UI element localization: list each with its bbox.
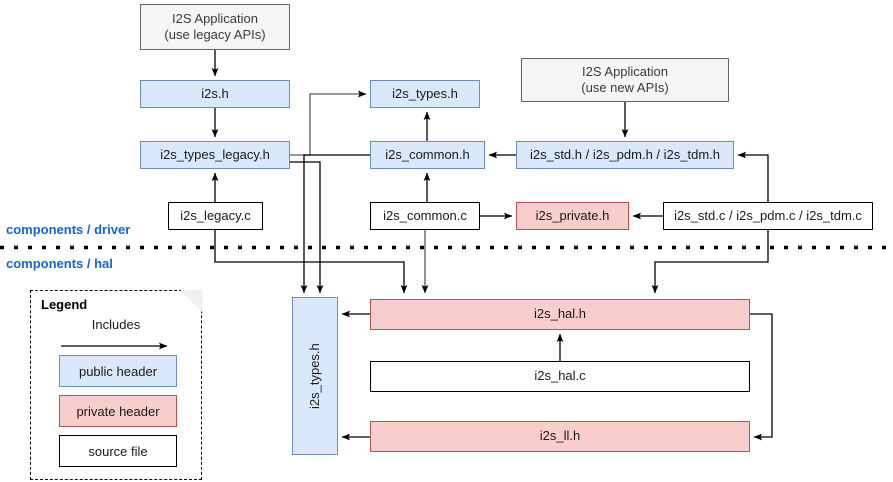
- legend-title: Legend: [41, 297, 88, 312]
- edge-common-h-to-types-hal: [300, 154, 370, 294]
- node-i2s-private-h[interactable]: i2s_private.h: [516, 202, 629, 230]
- node-label: i2s_ll.h: [539, 428, 581, 444]
- node-i2s-common-c[interactable]: i2s_common.c: [370, 202, 480, 230]
- legend-item-label: source file: [88, 443, 148, 459]
- node-i2s-types-h-hal[interactable]: i2s_types.h: [292, 297, 338, 455]
- edge-std-c-to-std-h: [737, 151, 769, 202]
- edge-legacy-c-to-hal: [214, 230, 408, 294]
- legend-item-label: public header: [78, 363, 158, 379]
- node-label: i2s_types.h: [306, 343, 322, 409]
- node-label: i2s_types.h: [392, 85, 458, 101]
- node-label: i2s_hal.c: [534, 368, 586, 384]
- node-label: i2s_std.c / i2s_pdm.c / i2s_tdm.c: [674, 207, 862, 223]
- edge-types-legacy-to-types-hal: [290, 161, 324, 294]
- node-label: i2s_std.h / i2s_pdm.h / i2s_tdm.h: [529, 146, 721, 162]
- node-label: i2s_common.h: [385, 146, 470, 162]
- node-i2s-hal-c[interactable]: i2s_hal.c: [370, 361, 750, 392]
- node-label: i2s_hal.h: [533, 306, 587, 322]
- node-i2s-std-pdm-tdm-c[interactable]: i2s_std.c / i2s_pdm.c / i2s_tdm.c: [663, 202, 873, 230]
- edge-hal-h-to-ll-h: [750, 313, 773, 441]
- legend-panel: Legend Includes public header private he…: [30, 289, 203, 480]
- legend-includes-label: Includes: [91, 317, 141, 332]
- node-i2s-types-legacy-h[interactable]: i2s_types_legacy.h: [140, 141, 290, 169]
- node-label: I2S Application (use new APIs): [581, 63, 669, 95]
- node-label: i2s.h: [201, 85, 229, 101]
- edge-i2s-to-types: [290, 90, 367, 156]
- node-i2s-h[interactable]: i2s.h: [140, 80, 290, 108]
- node-i2s-hal-h[interactable]: i2s_hal.h: [370, 299, 750, 330]
- legend-fold-corner: [179, 289, 203, 313]
- node-i2s-std-pdm-tdm-h[interactable]: i2s_std.h / i2s_pdm.h / i2s_tdm.h: [516, 141, 734, 169]
- node-i2s-application-legacy[interactable]: I2S Application (use legacy APIs): [140, 4, 290, 50]
- node-label: i2s_private.h: [535, 207, 610, 223]
- legend-item-public-header: public header: [59, 355, 177, 387]
- node-label: i2s_common.c: [383, 207, 467, 223]
- node-label: I2S Application (use legacy APIs): [164, 10, 266, 42]
- node-i2s-types-h-top[interactable]: i2s_types.h: [370, 80, 480, 108]
- legend-includes-arrow: [61, 342, 168, 350]
- node-label: i2s_types_legacy.h: [160, 146, 270, 162]
- edge-std-c-to-hal-h: [651, 230, 769, 294]
- node-i2s-ll-h[interactable]: i2s_ll.h: [370, 421, 750, 452]
- zone-label-hal: components / hal: [6, 256, 113, 271]
- node-i2s-common-h[interactable]: i2s_common.h: [370, 141, 485, 169]
- node-i2s-application-new[interactable]: I2S Application (use new APIs): [521, 58, 729, 102]
- node-i2s-legacy-c[interactable]: i2s_legacy.c: [168, 202, 263, 230]
- legend-item-label: private header: [76, 403, 160, 419]
- node-label: i2s_legacy.c: [180, 207, 251, 223]
- legend-item-source-file: source file: [59, 435, 177, 467]
- zone-label-driver: components / driver: [6, 222, 131, 237]
- legend-item-private-header: private header: [59, 395, 177, 427]
